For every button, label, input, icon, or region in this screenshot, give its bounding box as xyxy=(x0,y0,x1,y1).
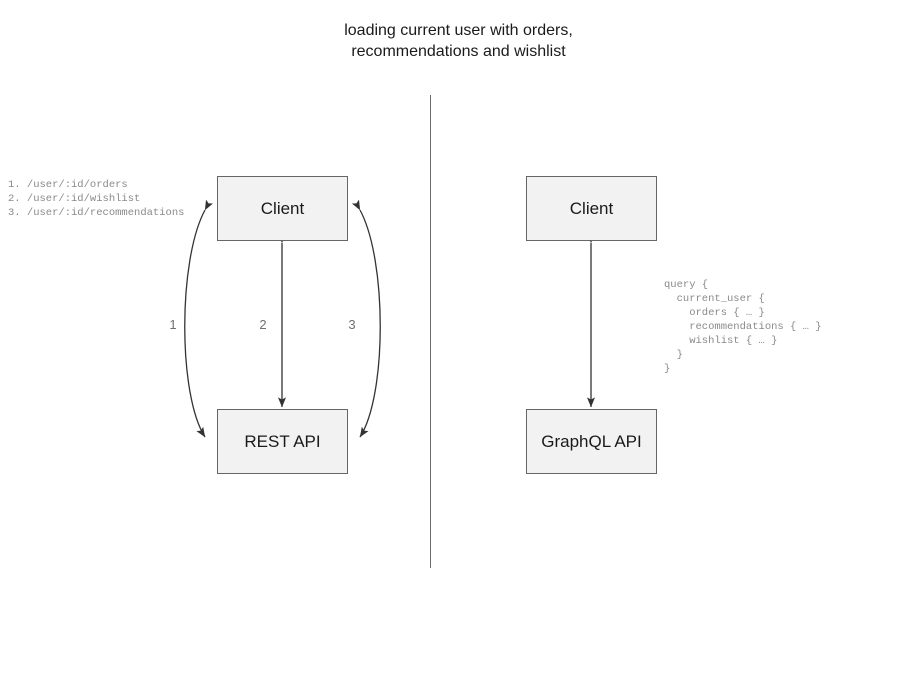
graphql-query-snippet: query { current_user { orders { … } reco… xyxy=(664,279,822,375)
arc-label-3: 3 xyxy=(348,317,356,332)
rest-endpoint-list: 1. /user/:id/orders 2. /user/:id/wishlis… xyxy=(8,179,185,219)
arc-label-1: 1 xyxy=(169,317,177,332)
page-title: loading current user with orders, recomm… xyxy=(344,22,573,60)
node-graphql-api[interactable]: GraphQL API xyxy=(526,409,657,474)
node-client-rest[interactable]: Client xyxy=(217,176,348,241)
arc-label-2: 2 xyxy=(259,317,267,332)
node-rest-api[interactable]: REST API xyxy=(217,409,348,474)
node-client-graphql[interactable]: Client xyxy=(526,176,657,241)
arc-connector-3 xyxy=(351,199,381,438)
arc-connector-1 xyxy=(184,199,214,438)
vertical-separator xyxy=(430,95,431,568)
